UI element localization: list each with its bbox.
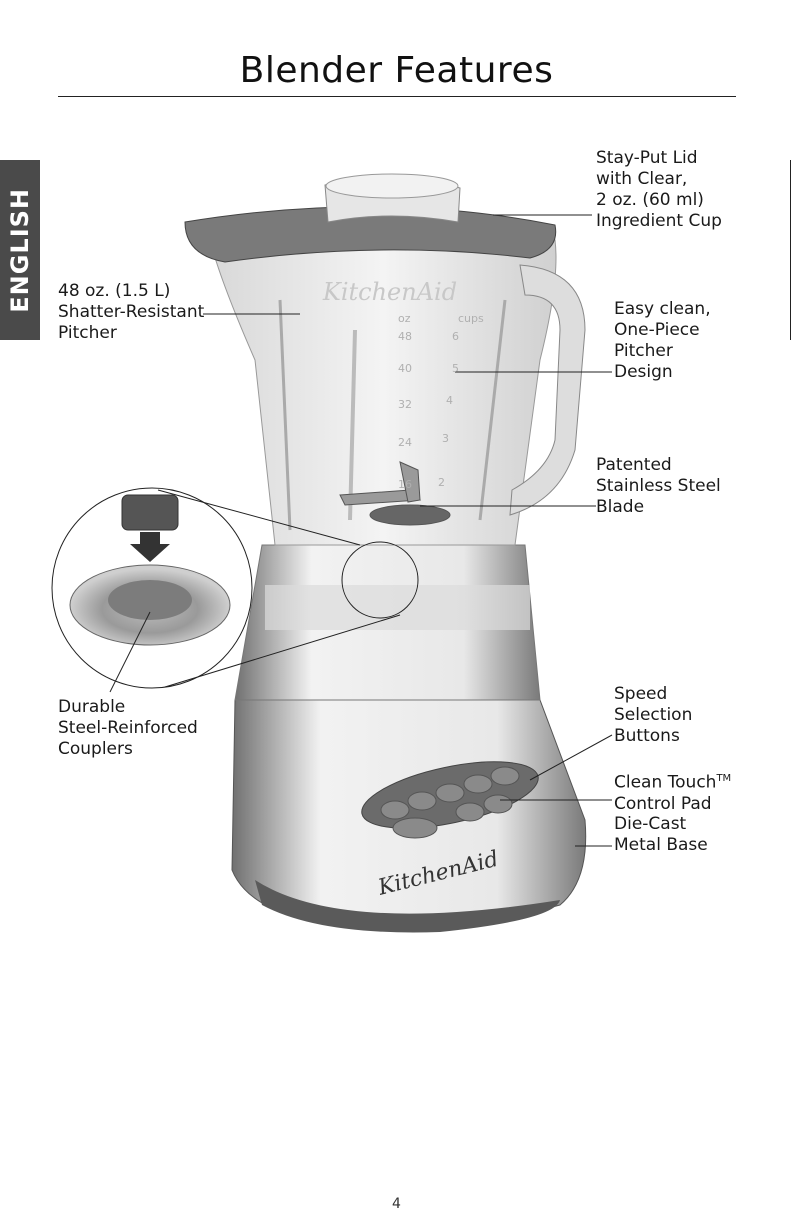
pitcher-handle xyxy=(509,264,586,516)
leader-couplers xyxy=(109,611,151,693)
speed-buttons xyxy=(380,766,520,839)
cup-mark-5: 5 xyxy=(452,362,459,375)
label-easy-clean: Easy clean, One-Piece Pitcher Design xyxy=(614,299,711,382)
label-pitcher: 48 oz. (1.5 L) Shatter-Resistant Pitcher xyxy=(58,281,205,343)
cup-mark-4: 4 xyxy=(446,394,453,407)
cup-mark-16: 16 xyxy=(398,478,412,491)
pitcher-logo: KitchenAid xyxy=(322,278,457,306)
label-couplers: Durable Steel-Reinforced Couplers xyxy=(58,697,198,759)
label-lid: Stay-Put Lid with Clear, 2 oz. (60 ml) I… xyxy=(596,148,722,231)
cup-mark-24: 24 xyxy=(398,436,412,449)
cup-mark-40: 40 xyxy=(398,362,412,375)
cup-mark-2: 2 xyxy=(438,476,445,489)
leader-speed xyxy=(529,734,613,781)
base-bottom-shadow xyxy=(255,880,560,933)
page-number: 4 xyxy=(392,1196,401,1212)
title-rule xyxy=(58,96,736,97)
cup-mark-6: 6 xyxy=(452,330,459,343)
label-control-pad: Clean TouchTM Control Pad xyxy=(614,772,732,814)
cup-mark-oz: oz xyxy=(398,312,411,325)
label-base: Die-Cast Metal Base xyxy=(614,814,708,855)
cup-mark-3: 3 xyxy=(442,432,449,445)
cup-mark-32: 32 xyxy=(398,398,412,411)
cup-mark-cups: cups xyxy=(458,312,484,325)
language-tab: ENGLISH xyxy=(0,160,40,340)
base-collar-band xyxy=(265,585,530,630)
coupler-top xyxy=(121,494,179,531)
arrow-down-icon xyxy=(130,532,170,562)
label-blade: Patented Stainless Steel Blade xyxy=(596,455,721,517)
pitcher-body xyxy=(209,239,557,546)
cup-mark-48: 48 xyxy=(398,330,412,343)
label-speed: Speed Selection Buttons xyxy=(614,684,693,746)
side-rule xyxy=(790,160,791,340)
page-title: Blender Features xyxy=(239,50,554,91)
blade xyxy=(339,461,451,526)
